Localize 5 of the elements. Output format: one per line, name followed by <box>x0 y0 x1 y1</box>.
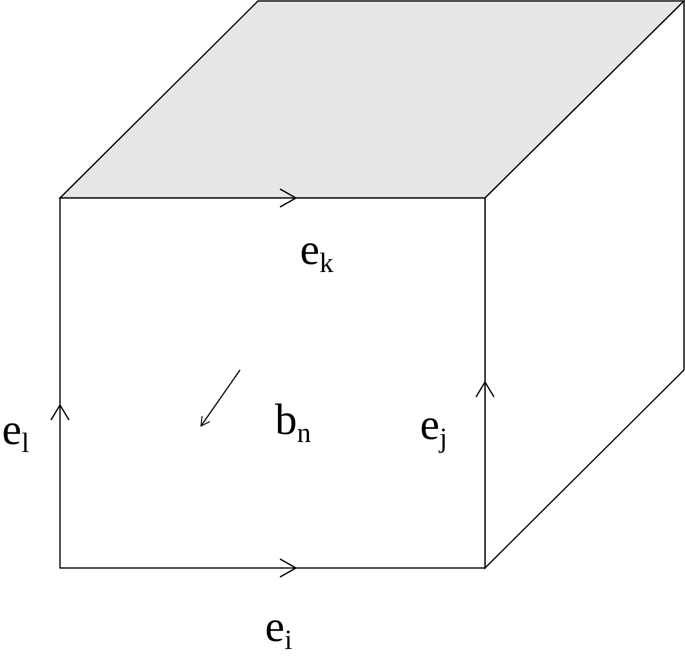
vector-symbol: e$_{l}$ <box>2 408 30 458</box>
vector-symbol: e$_{k}$ <box>300 228 334 278</box>
vector-symbol: b$_{n}$ <box>275 398 311 448</box>
vector-symbol: e$_{i}$ <box>265 605 292 655</box>
vector-symbol: e$_{j}$ <box>420 403 448 453</box>
